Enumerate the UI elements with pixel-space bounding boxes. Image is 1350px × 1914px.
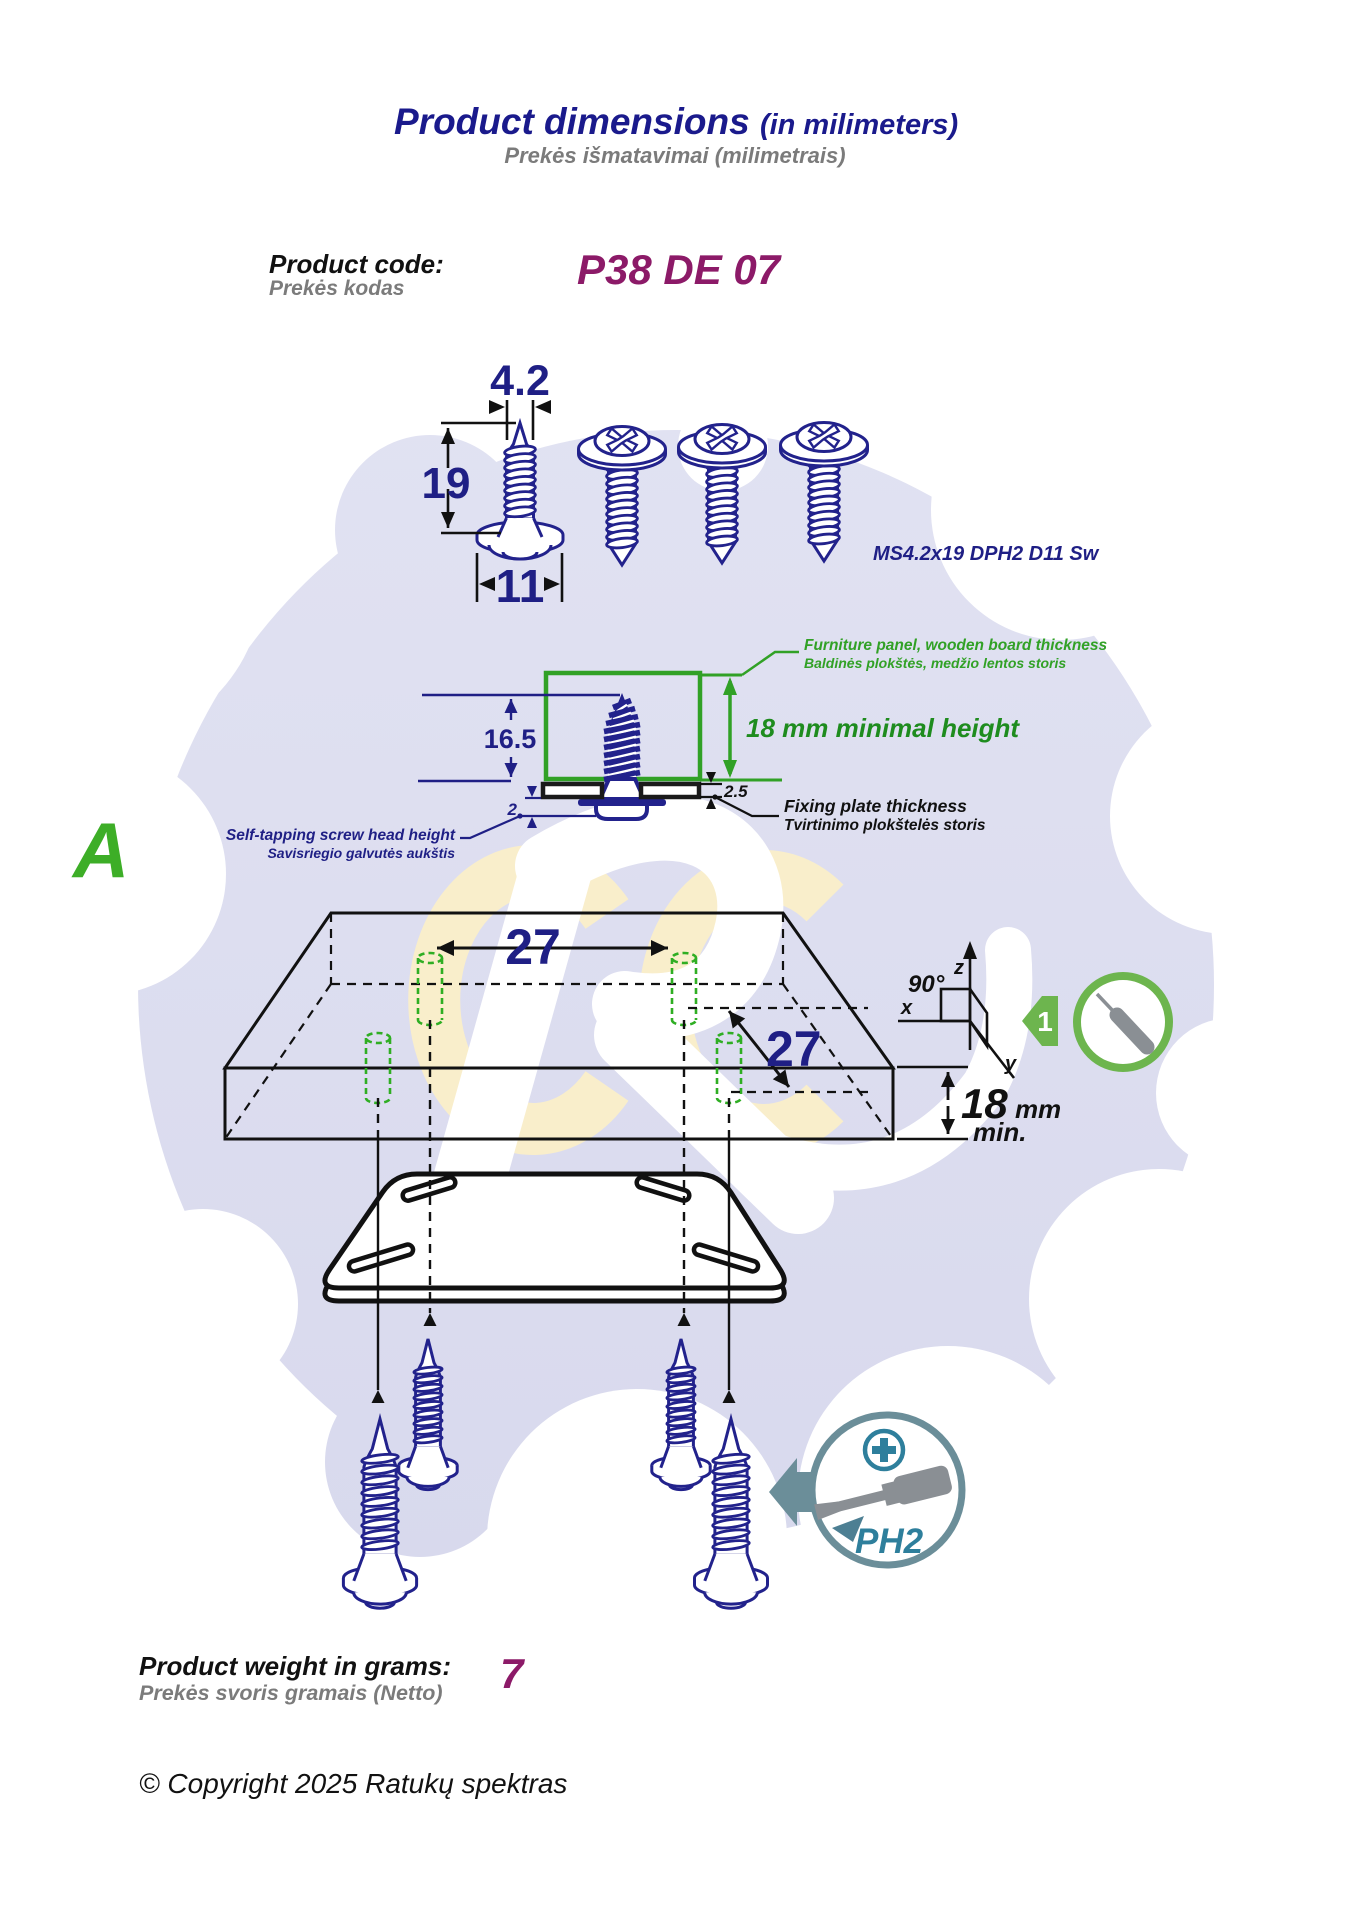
svg-text:4.2: 4.2: [490, 357, 550, 405]
svg-text:PH2: PH2: [855, 1522, 924, 1561]
svg-text:min.: min.: [973, 1117, 1026, 1147]
svg-text:19: 19: [422, 459, 471, 508]
svg-text:Product weight in grams:: Product weight in grams:: [139, 1651, 451, 1681]
svg-text:z: z: [953, 957, 964, 979]
svg-text:Prekės kodas: Prekės kodas: [269, 277, 404, 300]
svg-text:90°: 90°: [908, 971, 945, 998]
svg-text:Baldinės plokštės, medžio lent: Baldinės plokštės, medžio lentos storis: [804, 655, 1066, 671]
svg-text:27: 27: [766, 1021, 822, 1077]
svg-text:Savisriegio galvutės aukštis: Savisriegio galvutės aukštis: [267, 845, 455, 861]
svg-text:2: 2: [507, 800, 518, 819]
svg-text:11: 11: [496, 560, 545, 612]
svg-text:Tvirtinimo plokštelės storis: Tvirtinimo plokštelės storis: [784, 817, 986, 834]
svg-text:27: 27: [505, 919, 561, 975]
svg-text:© Copyright 2025 Ratukų spektr: © Copyright 2025 Ratukų spektras: [139, 1768, 567, 1799]
svg-text:Prekės svoris gramais (Netto): Prekės svoris gramais (Netto): [139, 1681, 443, 1705]
svg-text:P38 DE 07: P38 DE 07: [577, 246, 782, 293]
svg-text:Fixing plate thickness: Fixing plate thickness: [784, 796, 967, 816]
svg-text:16.5: 16.5: [484, 724, 537, 754]
svg-text:x: x: [900, 997, 913, 1019]
svg-text:18 mm minimal height: 18 mm minimal height: [746, 713, 1020, 743]
svg-text:2.5: 2.5: [723, 782, 748, 801]
svg-text:Prekės išmatavimai (milimetrai: Prekės išmatavimai (milimetrais): [504, 143, 845, 168]
svg-text:MS4.2x19 DPH2 D11 Sw: MS4.2x19 DPH2 D11 Sw: [873, 543, 1100, 565]
svg-text:Self-tapping screw head height: Self-tapping screw head height: [226, 827, 456, 844]
svg-text:1: 1: [1037, 1006, 1053, 1037]
svg-text:y: y: [1004, 1053, 1017, 1075]
svg-text:7: 7: [500, 1650, 525, 1697]
svg-text:Furniture panel, wooden board: Furniture panel, wooden board thickness: [804, 637, 1108, 654]
svg-text:Product code:: Product code:: [269, 249, 444, 279]
svg-text:A: A: [71, 806, 129, 894]
